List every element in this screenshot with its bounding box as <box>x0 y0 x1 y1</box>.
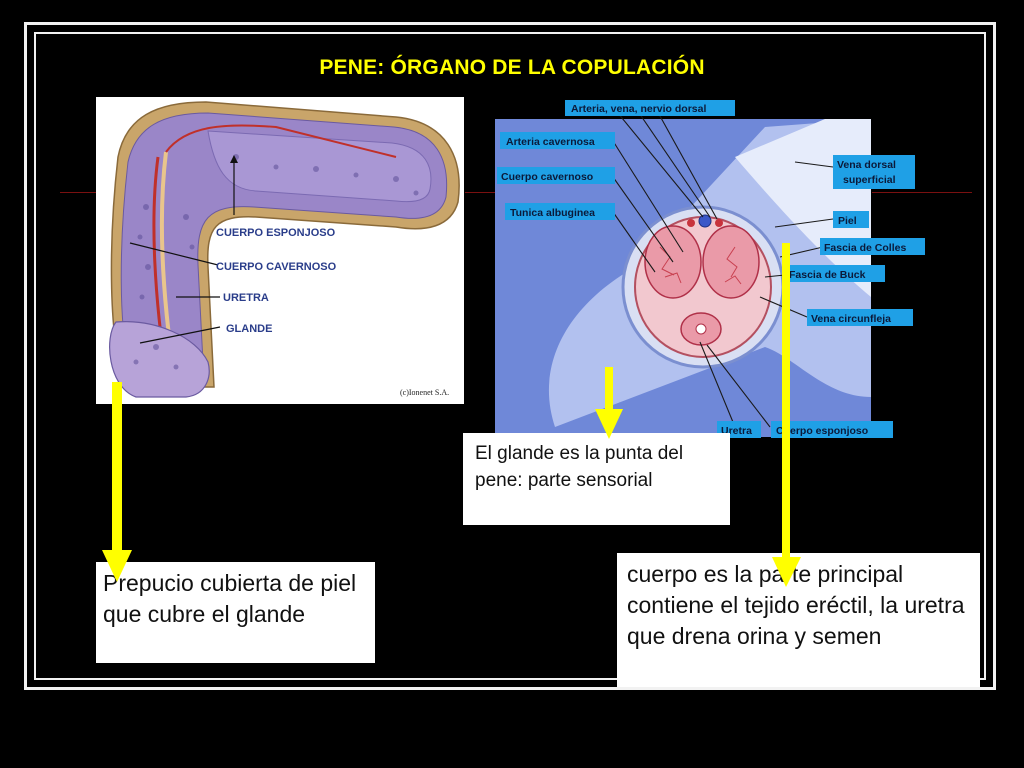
cross-section-svg: Arteria, vena, nervio dorsal Arteria cav… <box>495 100 925 438</box>
arrow-cuerpo <box>772 243 801 587</box>
red-rule-right <box>872 192 972 193</box>
label-tunica-albuginea: Tunica albuginea <box>510 207 595 219</box>
callout-glande: El glande es la punta del pene: parte se… <box>463 433 730 525</box>
longitudinal-section-svg: CUERPO ESPONJOSO CUERPO CAVERNOSO URETRA… <box>96 97 464 404</box>
red-rule-mid <box>465 192 495 193</box>
label-arteria-vena-nervio-dorsal: Arteria, vena, nervio dorsal <box>571 103 706 115</box>
label-glande: GLANDE <box>226 323 272 335</box>
callout-prepucio: Prepucio cubierta de piel que cubre el g… <box>96 562 375 663</box>
slide-outer-frame <box>24 22 996 690</box>
label-cuerpo-esponjoso-right: Cuerpo esponjoso <box>776 425 868 437</box>
label-arteria-cavernosa: Arteria cavernosa <box>506 136 595 148</box>
longitudinal-section-diagram: CUERPO ESPONJOSO CUERPO CAVERNOSO URETRA… <box>96 97 464 404</box>
callout-glande-text: El glande es la punta del pene: parte se… <box>475 443 684 491</box>
label-piel: Piel <box>838 215 857 227</box>
image-credit: (c)Ionenet S.A. <box>400 388 449 397</box>
label-cuerpo-esponjoso: CUERPO ESPONJOSO <box>216 227 336 239</box>
label-cuerpo-cavernoso: CUERPO CAVERNOSO <box>216 261 337 273</box>
slide-title: PENE: ÓRGANO DE LA COPULACIÓN <box>319 56 705 79</box>
label-fascia-buck: Fascia de Buck <box>789 269 866 281</box>
slide-inner-frame <box>34 32 986 680</box>
callout-prepucio-text: Prepucio cubierta de piel que cubre el g… <box>103 570 357 627</box>
arrow-glande <box>595 367 623 439</box>
label-cuerpo-cavernoso-right: Cuerpo cavernoso <box>501 171 593 183</box>
label-fascia-colles: Fascia de Colles <box>824 242 906 254</box>
cross-section-diagram: Arteria, vena, nervio dorsal Arteria cav… <box>495 97 925 442</box>
red-rule-left <box>60 192 100 193</box>
arrow-prepucio <box>102 382 132 582</box>
label-uretra: URETRA <box>223 292 269 304</box>
label-vena-circunfleja: Vena circunfleja <box>811 313 891 325</box>
callout-cuerpo-text: cuerpo es la parte principal contiene el… <box>627 561 965 649</box>
callout-cuerpo: cuerpo es la parte principal contiene el… <box>617 553 980 687</box>
